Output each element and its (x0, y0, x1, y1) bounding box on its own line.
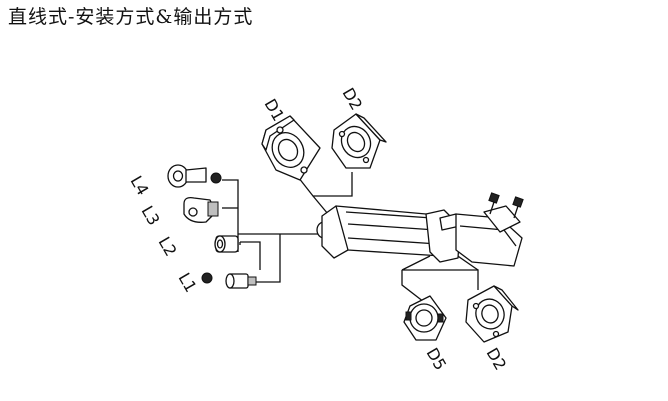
actuator-body (316, 192, 524, 267)
output-l4-rod-eye (167, 164, 222, 188)
mount-d5-trunnion (403, 295, 447, 341)
label-l3: L3 (138, 203, 164, 229)
mount-d2-top (331, 113, 387, 169)
output-l1-thread (201, 272, 257, 289)
connector-lines (222, 167, 479, 303)
mount-d2-bottom (465, 285, 519, 343)
label-l1: L1 (175, 270, 201, 296)
mount-d1-flange (261, 115, 321, 181)
page-title: 直线式-安装方式&输出方式 (8, 6, 254, 28)
output-l3-clevis (183, 196, 219, 223)
label-l4: L4 (127, 173, 153, 199)
label-d5: D5 (423, 345, 451, 374)
label-d2-bottom: D2 (483, 345, 511, 374)
label-d2-top: D2 (339, 85, 367, 114)
output-l2-cylinder (214, 235, 239, 253)
label-l2: L2 (155, 234, 181, 260)
